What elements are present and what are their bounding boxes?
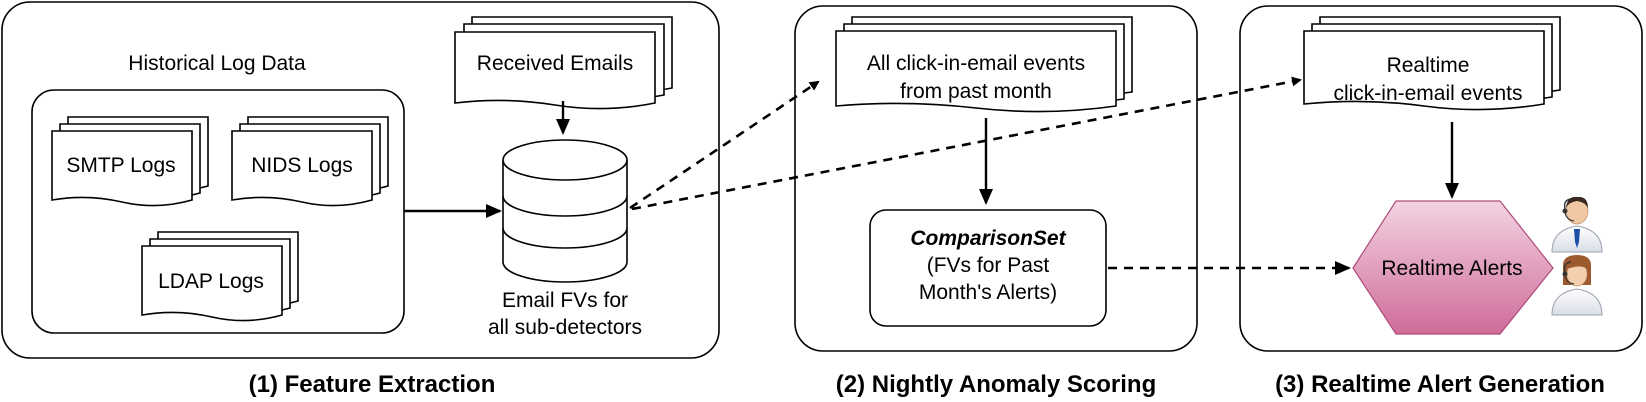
past-month-events-document: All click-in-email events from past mont… xyxy=(835,16,1133,113)
smtp-logs-label: SMTP Logs xyxy=(66,154,175,177)
db-to-past-events-dashed-arrow xyxy=(629,80,820,210)
received-emails-document: Received Emails xyxy=(454,16,673,110)
email-fv-database xyxy=(502,139,628,283)
comparison-set-sub-line2: Month's Alerts) xyxy=(919,281,1057,304)
female-analyst-icon xyxy=(1551,255,1603,316)
panel-realtime-alerts: Realtime click-in-email events Realtime … xyxy=(1239,5,1643,352)
panel-feature-extraction: Historical Log Data SMTP Logs NIDS Logs … xyxy=(1,1,720,359)
db-to-realtime-events-dashed-arrow xyxy=(631,76,1302,211)
nids-logs-document: NIDS Logs xyxy=(231,116,389,207)
db-label-line1: Email FVs for xyxy=(502,289,628,312)
db-label-line2: all sub-detectors xyxy=(488,316,642,339)
smtp-logs-document: SMTP Logs xyxy=(51,116,209,207)
realtime-events-document: Realtime click-in-email events xyxy=(1303,16,1561,111)
nids-logs-label: NIDS Logs xyxy=(251,154,353,177)
past-month-events-line1: All click-in-email events xyxy=(867,52,1085,75)
ldap-logs-label: LDAP Logs xyxy=(158,270,264,293)
caption-realtime-alerts: (3) Realtime Alert Generation xyxy=(1275,371,1605,398)
realtime-events-line1: Realtime xyxy=(1387,54,1470,77)
realtime-alerts-label: Realtime Alerts xyxy=(1381,257,1522,280)
realtime-events-line2: click-in-email events xyxy=(1333,82,1522,105)
past-month-events-line2: from past month xyxy=(900,80,1052,103)
received-emails-label: Received Emails xyxy=(477,52,633,75)
male-analyst-icon xyxy=(1551,196,1603,253)
historical-log-data-title: Historical Log Data xyxy=(128,52,306,75)
comparison-set-box: ComparisonSet (FVs for Past Month's Aler… xyxy=(869,209,1107,327)
comparison-set-sub-line1: (FVs for Past xyxy=(927,254,1050,277)
caption-feature-extraction: (1) Feature Extraction xyxy=(249,371,496,398)
realtime-alerts-hexagon: Realtime Alerts xyxy=(1352,200,1554,335)
ldap-logs-document: LDAP Logs xyxy=(141,231,299,322)
caption-nightly-scoring: (2) Nightly Anomaly Scoring xyxy=(836,371,1156,398)
panel-nightly-scoring: All click-in-email events from past mont… xyxy=(794,5,1198,352)
comparison-set-title: ComparisonSet xyxy=(910,227,1066,250)
